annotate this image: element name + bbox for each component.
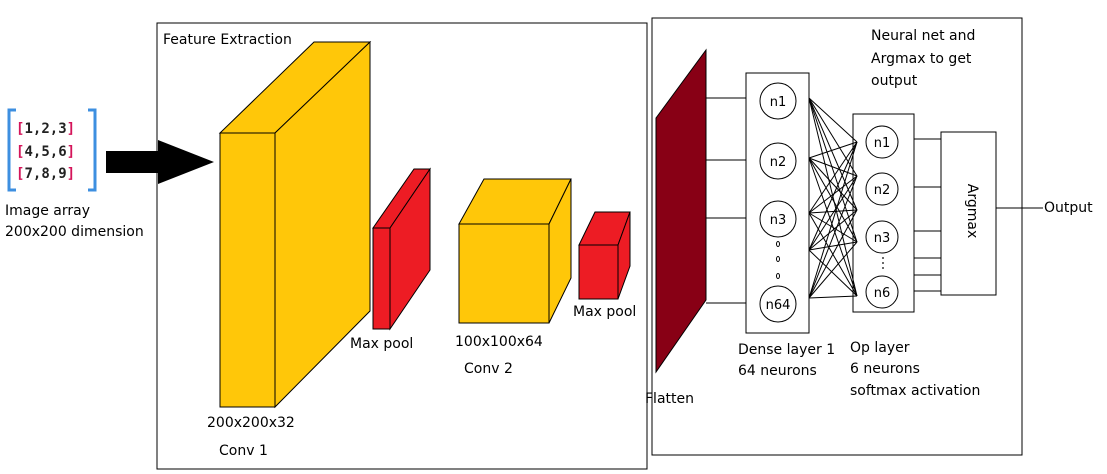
fc-connection: [808, 157, 858, 243]
input-matrix: [1,2,3] [4,5,6] [7,8,9]: [7, 108, 97, 192]
input-label-line1: Image array: [5, 203, 90, 219]
fc-connection: [808, 157, 858, 211]
op-neuron: [865, 172, 899, 206]
input-arrow: [106, 140, 214, 184]
matrix-left-bracket: [7, 108, 16, 192]
maxpool1-block: [372, 167, 431, 331]
svg-text:[4,5,6]: [4,5,6]: [16, 144, 75, 160]
fc-connection: [808, 141, 858, 299]
matrix-cell: 4: [24, 144, 32, 160]
op-neuron-label: n2: [874, 183, 891, 198]
conv1-block: [218, 40, 372, 409]
matrix-cell: 8: [41, 166, 49, 182]
op-neurons: n1 n2 n3 n6: [865, 125, 899, 309]
fc-connection: [808, 141, 858, 214]
op-neuron: [865, 125, 899, 159]
classifier-title-line2: Argmax to get: [871, 51, 972, 67]
classifier-title-line1: Neural net and: [871, 28, 975, 44]
op-neuron-label: n1: [874, 136, 891, 151]
op-label-line3: softmax activation: [850, 383, 980, 399]
matrix-cell: 9: [58, 166, 66, 182]
output-label: Output: [1044, 200, 1093, 216]
op-neuron-label: n6: [874, 286, 891, 301]
op-to-argmax-connections: [914, 138, 941, 292]
dense-label-line2: 64 neurons: [738, 363, 817, 379]
matrix-cell: 5: [41, 144, 49, 160]
classifier-box: [651, 17, 1023, 456]
dense-neuron-label: n2: [770, 155, 787, 170]
fc-connection: [808, 97, 858, 243]
matrix-cell: 1: [24, 121, 32, 137]
conv2-dims: 100x100x64: [455, 334, 543, 350]
maxpool1-label: Max pool: [350, 336, 413, 352]
fc-connection: [808, 97, 858, 177]
op-layer-box: [852, 113, 915, 313]
flatten-layer: [655, 48, 707, 374]
matrix-cell: 6: [58, 144, 66, 160]
dense-label-line1: Dense layer 1: [738, 342, 835, 358]
op-neuron-label: n3: [874, 231, 891, 246]
op-label-line1: Op layer: [850, 340, 910, 356]
conv1-dims: 200x200x32: [207, 415, 295, 431]
dense-neuron: [759, 142, 797, 180]
conv2-block: [458, 178, 572, 324]
argmax-box: [940, 131, 997, 296]
dense-neurons: n1 n2 n3 n64: [759, 82, 797, 323]
matrix-cell: 3: [58, 121, 66, 137]
fc-connection: [808, 175, 858, 251]
op-neuron: [865, 275, 899, 309]
fc-connection: [808, 157, 858, 177]
svg-text:[7,8,9]: [7,8,9]: [16, 166, 75, 182]
conv2-name: Conv 2: [464, 361, 513, 377]
matrix-cell: 2: [41, 121, 49, 137]
op-neuron: [865, 220, 899, 254]
dense-neuron-label: n1: [770, 95, 787, 110]
feature-extraction-box: [156, 22, 648, 470]
fc-connection: [808, 209, 858, 214]
fc-connection: [808, 295, 858, 299]
fc-connection: [808, 241, 858, 299]
fc-connection: [808, 175, 858, 299]
dense-layer-box: [745, 72, 810, 334]
dense-neuron-label: n3: [770, 213, 787, 228]
maxpool2-block: [578, 211, 631, 300]
dense-neuron-label: n64: [766, 298, 791, 313]
matrix-right-bracket: [88, 108, 97, 192]
fc-connection: [808, 209, 858, 299]
matrix-cell: 7: [24, 166, 32, 182]
flatten-label: Flatten: [645, 391, 694, 407]
fc-connection: [808, 212, 858, 243]
dense-ellipsis: [776, 241, 780, 279]
svg-text:[1,2,3]: [1,2,3]: [16, 121, 75, 137]
classifier-title-line3: output: [871, 73, 918, 89]
maxpool2-label: Max pool: [573, 304, 636, 320]
dense-to-op-connections: [808, 97, 858, 299]
conv1-name: Conv 1: [219, 443, 268, 459]
op-ellipsis: [882, 257, 884, 269]
fc-connection: [808, 209, 858, 251]
dense-neuron: [759, 285, 797, 323]
input-label-line2: 200x200 dimension: [5, 224, 144, 240]
fc-connection: [808, 249, 858, 297]
fc-connection: [808, 97, 858, 211]
dense-neuron: [759, 200, 797, 238]
flatten-to-dense-connections: [706, 97, 746, 304]
dense-neuron: [759, 82, 797, 120]
fc-connection: [808, 141, 858, 251]
argmax-label: Argmax: [964, 184, 980, 238]
op-label-line2: 6 neurons: [850, 361, 920, 377]
fc-connection: [808, 97, 858, 143]
fc-connection: [808, 175, 858, 214]
fc-connection: [808, 241, 858, 251]
fc-connection: [808, 141, 858, 159]
feature-extraction-title: Feature Extraction: [163, 32, 292, 48]
